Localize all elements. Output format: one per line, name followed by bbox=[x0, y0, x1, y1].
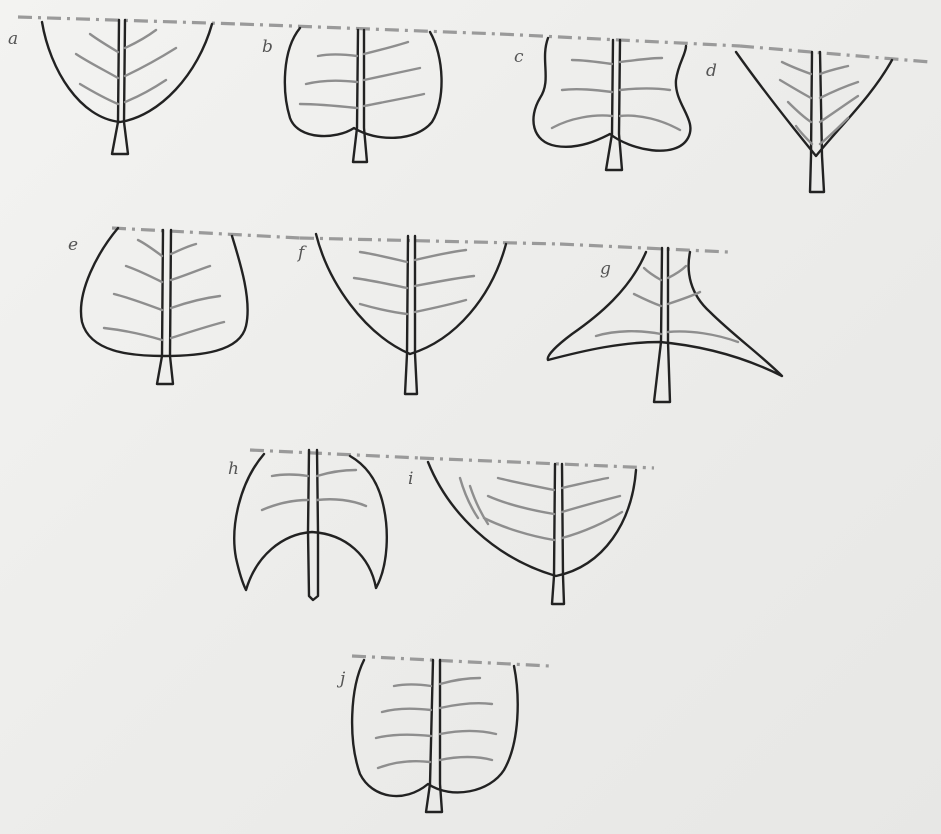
leaf-base-h: h bbox=[228, 450, 420, 600]
leaf-i-reference-line bbox=[420, 458, 654, 468]
leaf-base-e: e bbox=[68, 228, 300, 384]
leaf-g-midrib bbox=[654, 248, 670, 402]
leaf-g-outline bbox=[548, 252, 782, 376]
leaf-e-outline bbox=[81, 228, 248, 356]
leaf-a-outline bbox=[42, 22, 212, 122]
leaf-g-label: g bbox=[600, 259, 611, 279]
leaf-i-label: i bbox=[408, 469, 413, 489]
leaf-d-label: d bbox=[706, 61, 717, 81]
leaf-c-label: c bbox=[514, 47, 524, 67]
leaf-i-midrib bbox=[552, 464, 564, 604]
leaf-g-reference-line bbox=[560, 244, 728, 252]
leaf-f-reference-line bbox=[300, 238, 560, 244]
leaf-base-a: a bbox=[8, 17, 240, 154]
leaf-h-outline bbox=[234, 454, 387, 590]
leaf-h-reference-line bbox=[250, 450, 420, 458]
leaf-b-midrib bbox=[353, 30, 367, 162]
leaf-f-label: f bbox=[296, 243, 307, 263]
leaf-a-midrib bbox=[112, 20, 128, 154]
leaf-base-j: j bbox=[336, 656, 550, 812]
leaf-base-c: c bbox=[500, 34, 740, 170]
leaf-base-f: f bbox=[296, 234, 560, 394]
leaf-h-label: h bbox=[228, 459, 239, 479]
leaf-i-veins bbox=[460, 478, 622, 540]
leaf-d-veins bbox=[780, 62, 858, 144]
leaf-b-label: b bbox=[262, 37, 273, 57]
leaf-c-veins bbox=[552, 58, 680, 130]
leaf-h-midrib bbox=[308, 450, 318, 600]
leaf-e-label: e bbox=[68, 235, 78, 255]
leaf-base-g: g bbox=[548, 244, 782, 402]
leaf-j-label: j bbox=[336, 669, 346, 689]
leaf-j-reference-line bbox=[352, 656, 550, 666]
leaf-j-outline bbox=[352, 660, 518, 796]
leaf-base-b: b bbox=[240, 24, 500, 162]
leaf-c-midrib bbox=[606, 40, 622, 170]
leaf-a-reference-line bbox=[18, 17, 240, 24]
leaf-base-d: d bbox=[706, 46, 930, 192]
leaf-f-outline bbox=[316, 234, 506, 354]
leaf-j-veins bbox=[376, 678, 496, 768]
leaf-h-veins bbox=[262, 470, 366, 510]
leaf-b-reference-line bbox=[240, 24, 500, 34]
leaf-b-veins bbox=[300, 42, 424, 108]
leaf-d-reference-line bbox=[740, 46, 930, 62]
leaf-d-outline bbox=[736, 52, 892, 156]
leaf-e-reference-line bbox=[112, 228, 300, 238]
leaf-a-label: a bbox=[8, 29, 18, 49]
leaf-a-veins bbox=[76, 30, 176, 104]
leaf-base-i: i bbox=[408, 458, 654, 604]
